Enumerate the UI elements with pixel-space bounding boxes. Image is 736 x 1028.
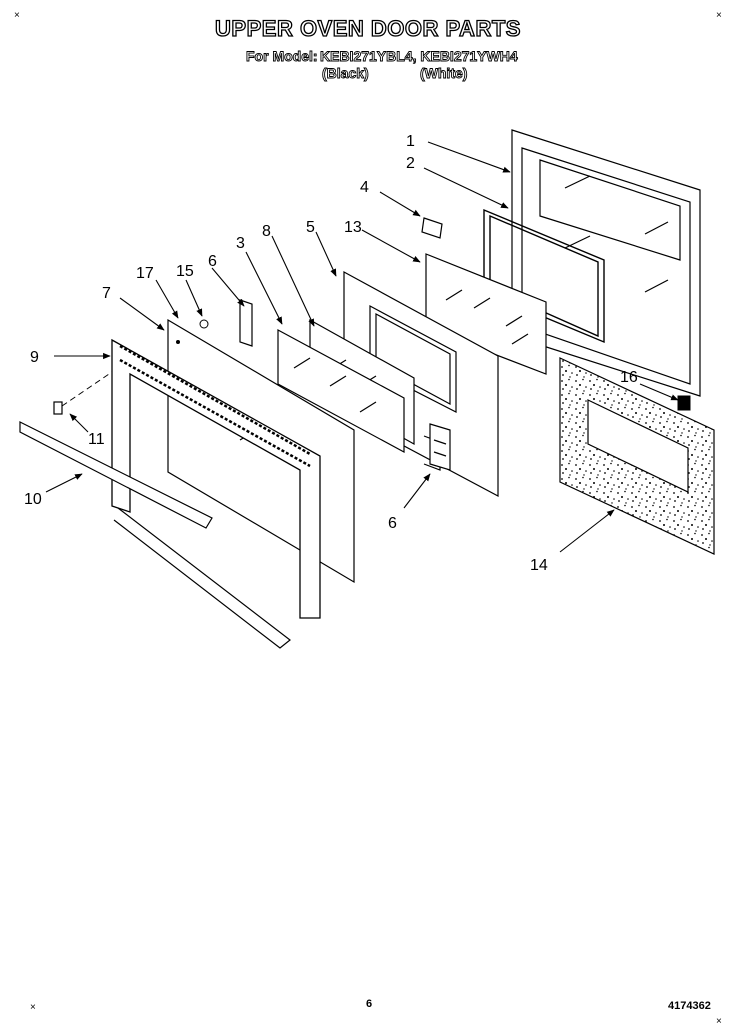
page-title: UPPER OVEN DOOR PARTS	[214, 15, 521, 41]
corner-mark-top-right: ×	[716, 10, 722, 21]
callout-7: 7	[102, 285, 111, 302]
callout-1: 1	[406, 133, 415, 150]
part-5-door-liner	[343, 270, 499, 497]
callout-3: 3	[236, 235, 245, 252]
part-2-gasket	[483, 208, 605, 344]
corner-mark-top-left: ×	[14, 10, 20, 21]
part-6-hinge-bracket-lower	[429, 423, 451, 471]
door-trim-bottom	[113, 507, 291, 649]
part-1-inner-door-panel	[511, 129, 701, 397]
part-15-screw	[199, 319, 209, 329]
callout-8: 8	[262, 223, 271, 240]
part-10-handle	[19, 421, 213, 529]
part-3-glass-panel	[277, 328, 405, 454]
variant-black-label: (Black)	[322, 65, 370, 82]
callout-16: 16	[620, 369, 638, 386]
callout-5: 5	[306, 219, 315, 236]
callout-17: 17	[136, 265, 154, 282]
leader-lines	[45, 141, 679, 553]
part-16-clip	[677, 395, 691, 411]
corner-mark-bottom-left: ×	[30, 1002, 36, 1013]
part-11-clip	[53, 401, 63, 415]
model-prefix: For Model:	[246, 48, 318, 65]
part-4-clip	[421, 217, 443, 239]
callout-15: 15	[176, 263, 194, 280]
assembly-line	[61, 371, 113, 407]
document-number: 4174362	[668, 1000, 711, 1012]
callout-4: 4	[360, 179, 369, 196]
variant-white-label: (White)	[420, 65, 468, 82]
part-14-insulation	[559, 357, 715, 555]
callout-10: 10	[24, 491, 42, 508]
callout-9: 9	[30, 349, 39, 366]
callout-11: 11	[88, 431, 105, 448]
callout-13: 13	[344, 219, 362, 236]
part-6-hinge-bracket-upper	[239, 299, 253, 347]
part-13-window-glass	[425, 253, 547, 375]
callout-6-lower: 6	[388, 515, 397, 532]
callout-14: 14	[530, 557, 548, 574]
callout-6-upper: 6	[208, 253, 217, 270]
page-number: 6	[366, 998, 373, 1010]
part-17-screw	[176, 340, 180, 344]
model-numbers: KEBI271YBL4, KEBI271YWH4	[320, 48, 519, 65]
callout-2: 2	[406, 155, 415, 172]
corner-mark-bottom-right: ×	[716, 1016, 722, 1027]
